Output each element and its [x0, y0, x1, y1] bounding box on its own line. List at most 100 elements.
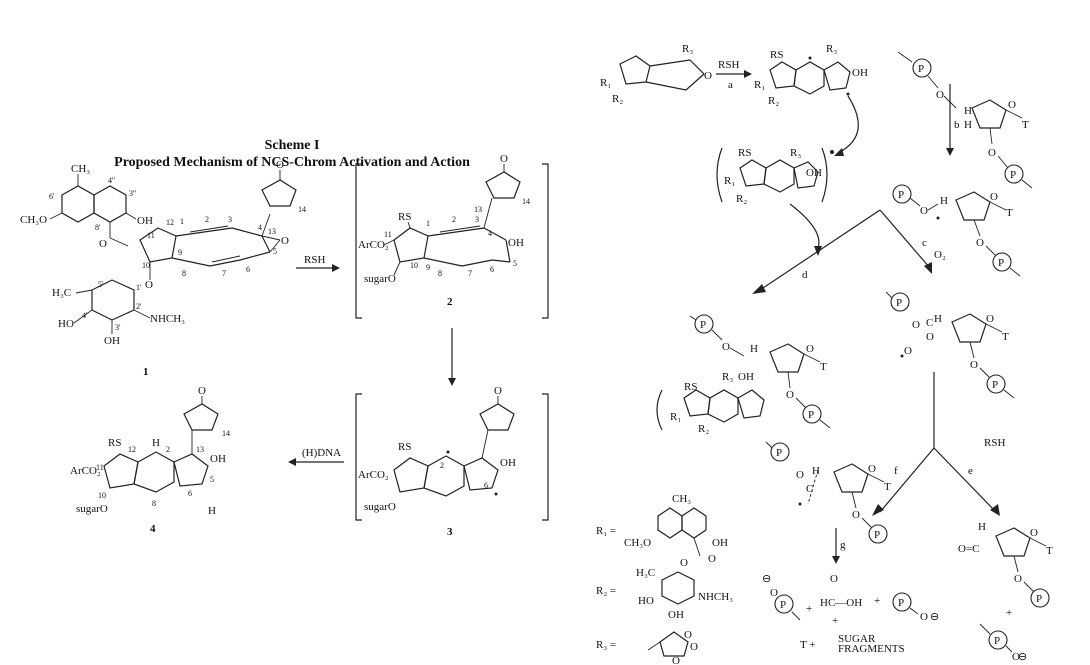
rs-e-o: O [1014, 573, 1022, 585]
c4-num-2: 2 [166, 445, 170, 454]
c1-num-4p: 4' [82, 311, 88, 320]
c2-arco2: ArCO₂ [358, 239, 389, 251]
c1-sugar-ho: HO [58, 318, 74, 330]
rs-mid-h: H [940, 195, 948, 207]
c1-num-9: 9 [178, 248, 182, 257]
rs-d-r3: R₃ [722, 371, 733, 383]
rs-mid-p2: P [998, 257, 1004, 269]
rs-start-o: O [704, 70, 712, 82]
c2-num-3: 3 [475, 215, 479, 224]
rs-r1-eq: R₁ = [596, 525, 616, 537]
rs-c-o1: O [912, 319, 920, 331]
rs-top-o1: O [936, 89, 944, 101]
rs-r3-o1: O [684, 629, 692, 641]
rs-peroxyl: P O O C H O O T O P [885, 291, 1015, 399]
rs-e-oc: O=C [958, 543, 979, 555]
rs-e-p: P [1036, 593, 1042, 605]
rs-r-definitions: R₁ = CH₃ CH₃O OH O R₂ = H₃C HO OH NHCH₃ … [596, 493, 733, 665]
c2-num-13: 13 [474, 205, 482, 214]
c1-num-6p: 6' [49, 192, 55, 201]
rs-g-p1: P [780, 599, 786, 611]
c1-ester-o: O [99, 238, 107, 250]
c2-num-11: 11 [384, 230, 392, 239]
c1-num-8: 8 [182, 269, 186, 278]
rs-f-o2: O [852, 509, 860, 521]
rs-r2-o: O [680, 557, 688, 569]
rs-c-p2: P [992, 379, 998, 391]
c4-rs: RS [108, 437, 121, 449]
rs-rad-r1: R₁ [724, 175, 735, 187]
rs-dna-top: P O H H O T O P [897, 51, 1033, 189]
compound-1-label: 1 [143, 366, 149, 378]
rs-product-f: P O C H O T O P [765, 441, 891, 544]
c2-num-2: 2 [452, 215, 456, 224]
rs-r3-o2: O [690, 641, 698, 653]
c1-epoxide-o: O [281, 235, 289, 247]
c1-sugar-methyl: H₃C [52, 287, 71, 299]
c2-num-6: 6 [490, 265, 494, 274]
c1-methyl: CH₃ [71, 163, 90, 175]
rs-e-plus: + [1006, 607, 1012, 619]
rs-d-h: H [750, 343, 758, 355]
rs-d-r1: R₁ [670, 411, 681, 423]
rs-g-o1: O [770, 587, 778, 599]
rs-top-ring-o: O [1008, 99, 1016, 111]
rs-biradical: RS R₃ OH R₁ R₂ [754, 43, 868, 107]
rs-g-plus2: + [874, 595, 880, 607]
compound-3-label: 3 [447, 526, 453, 538]
c4-h-top: H [152, 437, 160, 449]
c4-num-5: 5 [210, 475, 214, 484]
rs-c-c: C [926, 317, 933, 329]
rs-arrow-d [759, 209, 881, 291]
rs-d-ring-o: O [806, 343, 814, 355]
rs-d-r2: R₂ [698, 423, 709, 435]
arrowhead-hdna-icon [288, 458, 296, 466]
rs-product-e: H O=C O T O P + P O ⊖ [958, 521, 1053, 663]
rs-f-t: T [884, 481, 891, 493]
rs-e-p2: P [994, 635, 1000, 647]
rs-top-t: T [1022, 119, 1029, 131]
rs-mid-t: T [1006, 207, 1013, 219]
rs-start-r1: R₁ [600, 77, 611, 89]
rs-c-t: T [1002, 331, 1009, 343]
rs-mid-o2: O [976, 237, 984, 249]
c2-num-9: 9 [426, 263, 430, 272]
rs-bi-r1: R₁ [754, 79, 765, 91]
c3-carbonate-o: O [494, 385, 502, 397]
c2-num-1: 1 [426, 219, 430, 228]
c4-num-11: 11 [96, 463, 104, 472]
rs-r2-nhch3: NHCH₃ [698, 591, 733, 603]
c1-num-3p: 3' [115, 323, 121, 332]
rs-r3-eq: R₃ = [596, 639, 616, 651]
compound-2-structure: RS ArCO₂ sugarO OH 1 2 3 4 5 6 7 8 9 10 … [355, 153, 549, 319]
rs-step-c: c [922, 237, 927, 249]
compound-2-label: 2 [447, 296, 453, 308]
rs-top-p2: P [1010, 169, 1016, 181]
c2-num-14: 14 [522, 197, 530, 206]
rs-arrow-c [879, 209, 931, 269]
c4-arco2: ArCO₂ [70, 465, 101, 477]
c1-num-2: 2 [205, 215, 209, 224]
c3-num-6: 6 [484, 481, 488, 490]
rs-bi-oh: OH [852, 67, 868, 79]
c1-methoxy: CH₃O [20, 214, 47, 226]
rs-radical: RS R₃ OH R₁ R₂ [716, 147, 834, 205]
rs-rad-rs: RS [738, 147, 751, 159]
rs-arrow-f [879, 447, 935, 513]
rs-e-minus: ⊖ [1018, 651, 1027, 663]
rs-e-h: H [978, 521, 986, 533]
rs-step-e: e [968, 465, 973, 477]
rs-arrowhead-e-icon [990, 504, 1000, 516]
c1-num-4pp: 4'' [108, 176, 115, 185]
rs-d-t: T [820, 361, 827, 373]
c1-num-10: 10 [142, 261, 150, 270]
rs-r1-o: O [708, 553, 716, 565]
c3-arco2: ArCO₂ [358, 469, 389, 481]
rs-g-plus3: + [832, 615, 838, 627]
rs-r1-ch3o: CH₃O [624, 537, 651, 549]
rs-d-o: O [722, 341, 730, 353]
rs-rsh-e: RSH [984, 437, 1005, 449]
c1-num-4: 4 [258, 223, 262, 232]
scheme-title: Scheme I [265, 138, 320, 153]
